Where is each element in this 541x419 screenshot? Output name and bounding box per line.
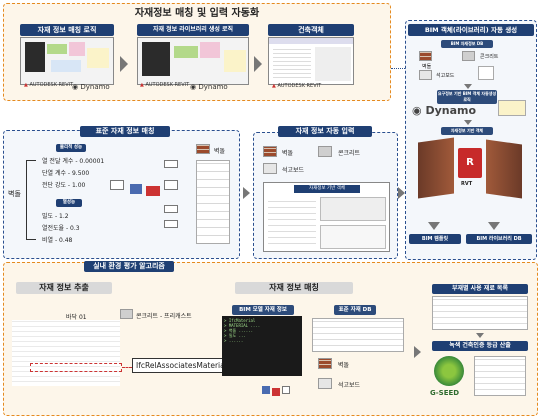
rvt-label: RVT [461, 181, 473, 187]
gypsum-label: 석고보드 [338, 382, 361, 389]
bim-object-label: 자재정보 기반 객체 [441, 127, 493, 135]
prop-row: 열 전달 계수 - 0.00001 [42, 158, 105, 165]
gypsum-swatch [318, 378, 332, 389]
brick-label: 벽돌 [422, 64, 432, 70]
ifc-highlight [30, 363, 122, 372]
gypsum-swatch [263, 163, 277, 174]
step1-header: 자재 정보 매칭 로직 [20, 24, 114, 36]
bim-library-label: BIM 라이브러리 DB [466, 234, 532, 244]
brick-label: 벽돌 [338, 362, 350, 369]
arrow-right-icon [398, 187, 405, 199]
concrete-swatch [318, 146, 332, 157]
revit-logo-3: ▲ AUTODESK REVIT [272, 83, 322, 89]
gseed-label: G-SEED [430, 389, 460, 397]
arrow-right-icon [243, 187, 250, 199]
arrow-down-icon [476, 333, 484, 338]
prop-row: 비열 - 0.48 [42, 237, 73, 244]
node-graph [110, 150, 185, 240]
wall-3d-model [418, 137, 454, 199]
props2-title: 열성능 [56, 199, 82, 207]
right-material-label: 벽돌 [214, 148, 226, 155]
brick-label: 벽돌 [282, 150, 294, 157]
auto-sub-label: 자재정보 기반 객체 [294, 185, 360, 193]
connector-line [391, 68, 405, 69]
extract-title: 자재 정보 추출 [16, 282, 112, 294]
brick-swatch [318, 358, 332, 369]
bim-template-label: BIM 템플릿 [409, 234, 461, 244]
prop-row: 열전도율 - 0.3 [42, 225, 80, 232]
result-title: 녹색 건축인증 등급 산출 [432, 341, 528, 351]
db-doc-icon [478, 66, 494, 80]
arrow-right-icon [254, 56, 262, 72]
concrete-label: 콘크리트 [338, 150, 361, 157]
arrow-down-icon [464, 84, 472, 89]
brick-swatch [263, 146, 277, 157]
step3-header: 건축객체 [268, 24, 354, 36]
std-db-table [312, 318, 404, 352]
arrow-right-icon [120, 56, 128, 72]
result-table [474, 356, 526, 396]
revit-logo-1: ▲ AUTODESK REVIT [24, 82, 74, 88]
prop-row: 밀도 - 1.2 [42, 213, 69, 220]
usage-title: 부재별 사용 재료 목록 [432, 284, 528, 294]
gypsum-label: 석고보드 [436, 73, 455, 79]
step1-screenshot [20, 37, 114, 85]
auto-screenshot: 자재정보 기반 객체 [263, 182, 390, 252]
arrow-down-icon [428, 222, 440, 230]
gypsum-label: 석고보드 [282, 167, 305, 174]
gypsum-swatch [419, 70, 432, 80]
ifc-connector [122, 367, 132, 368]
step2-screenshot [137, 37, 249, 85]
wall-3d-model-2 [486, 139, 522, 199]
arrow-right-icon [414, 346, 421, 358]
small-node-graph [262, 382, 292, 400]
code-window: > IfcMaterial> MATERIAL ....> 벽돌 ......>… [222, 316, 302, 376]
brick-swatch [419, 51, 432, 61]
extract-item-1: 바닥 01 [66, 314, 87, 321]
revit-logo-2: ▲ AUTODESK REVIT [140, 82, 190, 88]
prop-row: 전단 강도 - 1.00 [42, 182, 86, 189]
dynamo-logo-1: ◉ Dynamo [72, 83, 110, 91]
props1-title: 물리적 성능 [56, 144, 86, 152]
ifc-label: IfcRelAssociatesMaterial [132, 358, 231, 373]
concrete-swatch [462, 51, 475, 61]
dynamo-logo-2: ◉ Dynamo [190, 83, 228, 91]
concrete-swatch [120, 309, 133, 319]
top-panel-title: 자재정보 매칭 및 입력 자동화 [134, 8, 260, 19]
step3-screenshot [268, 37, 354, 85]
auto-panel-title: 자재 정보 자동 입력 [278, 126, 372, 137]
prop-row: 단열 계수 - 9.500 [42, 170, 90, 177]
dynamo-logo-bim: ◉ Dynamo [412, 104, 477, 117]
match-title: 자재 정보 매칭 [235, 282, 353, 294]
standard-panel-title: 표준 자재 정보 매칭 [80, 126, 170, 137]
std-db-label: 표준 자재 DB [334, 305, 376, 315]
rvt-file-icon: R [458, 148, 482, 178]
bracket [26, 160, 36, 240]
ifc-code-block [12, 320, 120, 386]
bim-model-label: BIM 모델 자재 정보 [232, 305, 294, 315]
gseed-logo [434, 356, 464, 386]
bim-panel-title: BIM 객체(라이브러리) 자동 생성 [408, 24, 534, 36]
step2-header: 자재 정보 라이브러리 생성 로직 [137, 24, 249, 36]
arrow-down-icon [488, 222, 500, 230]
bottom-panel-title: 실내 환경 평가 알고리즘 [84, 261, 174, 272]
extract-item-2: 콘크리트 - 프리캐스트 [136, 313, 192, 320]
brick-swatch [196, 144, 210, 154]
value-list [196, 160, 230, 244]
concrete-label: 콘크리트 [480, 54, 499, 60]
left-material-label: 벽돌 [8, 190, 21, 198]
arrow-down-icon [464, 120, 472, 125]
usage-table [432, 296, 528, 330]
dynamo-node [498, 100, 526, 116]
bim-logic-label: 요구정보 기반 BIM 객체 자동생성 로직 [437, 90, 497, 104]
bim-db-label: BIM 자재정보 DB [441, 40, 493, 48]
